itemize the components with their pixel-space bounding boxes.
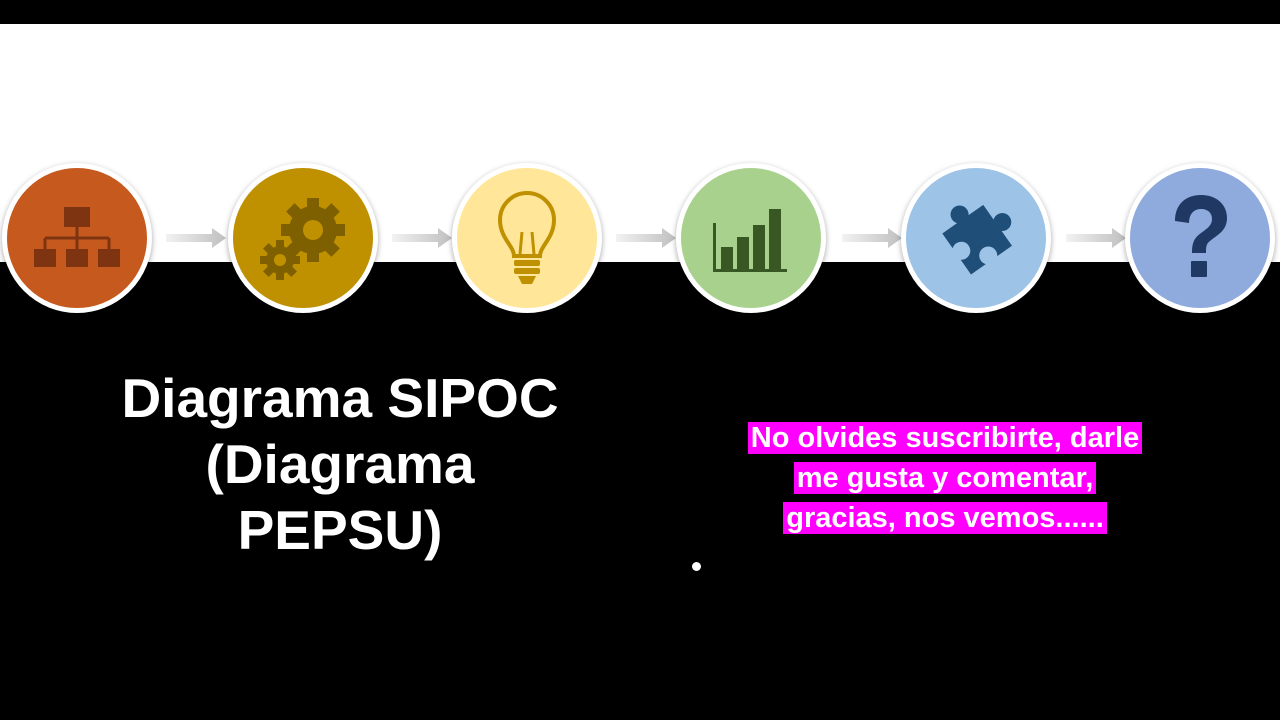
- step-circle-4: [676, 163, 826, 313]
- org-chart-icon: [34, 207, 120, 267]
- question-mark-icon: [1175, 195, 1227, 277]
- arrow-right-icon: [842, 228, 902, 248]
- title-line-1: Diagrama SIPOC: [121, 367, 559, 429]
- top-bar: [0, 0, 1280, 24]
- bar-chart-icon: [713, 209, 787, 272]
- step-circle-3: [452, 163, 602, 313]
- bullet-point: [692, 562, 701, 571]
- promo-line-1: No olvides suscribirte, darle: [747, 422, 1143, 454]
- step-circle-6: [1125, 163, 1275, 313]
- title-line-3: PEPSU): [237, 499, 443, 561]
- puzzle-piece-icon: [942, 204, 1012, 275]
- arrow-right-icon: [392, 228, 452, 248]
- lightbulb-icon: [497, 191, 557, 284]
- arrow-right-icon: [1066, 228, 1126, 248]
- slide-title: Diagrama SIPOC (Diagrama PEPSU): [60, 365, 620, 563]
- promo-line-3: gracias, nos vemos......: [783, 502, 1107, 534]
- arrow-right-icon: [166, 228, 226, 248]
- white-band: [0, 24, 1280, 262]
- step-circle-5: [901, 163, 1051, 313]
- subscribe-reminder: No olvides suscribirte, darle me gusta y…: [680, 418, 1210, 538]
- title-line-2: (Diagrama: [205, 433, 475, 495]
- gears-icon: [260, 198, 345, 280]
- arrow-right-icon: [616, 228, 676, 248]
- promo-line-2: me gusta y comentar,: [793, 462, 1097, 494]
- step-circle-1: [2, 163, 152, 313]
- step-circle-2: [228, 163, 378, 313]
